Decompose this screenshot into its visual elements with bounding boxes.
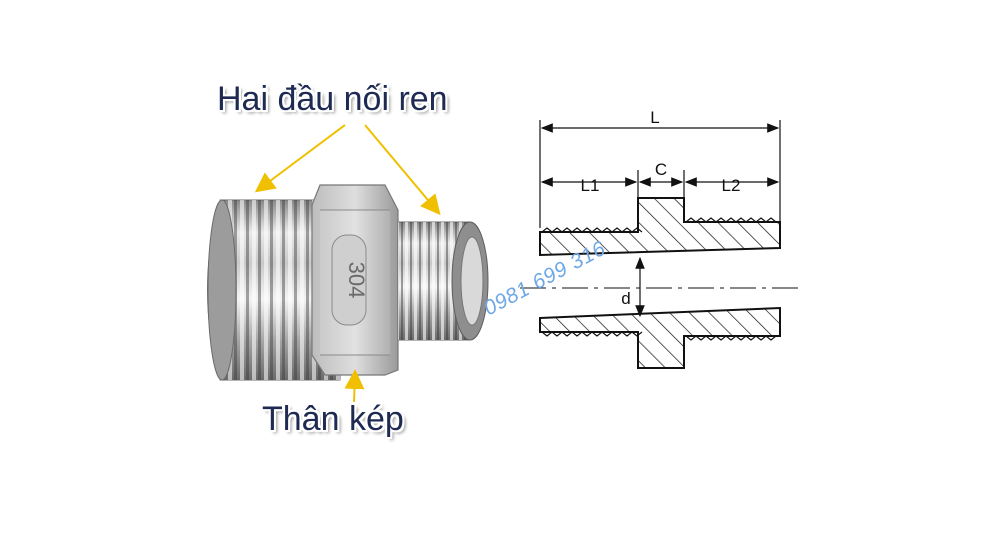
callout-arrows — [254, 124, 441, 403]
label-threaded-ends: Hai đầu nối ren — [217, 80, 448, 118]
dim-label-c: C — [655, 160, 667, 179]
arrow-to-hex-body — [344, 369, 365, 403]
dim-label-l1: L1 — [581, 176, 600, 195]
label-body: Thân kép — [262, 400, 404, 438]
upper-wall-section — [539, 197, 781, 257]
dim-label-l: L — [650, 108, 659, 127]
small-threaded-end — [397, 221, 489, 341]
part-marking-text: 304 — [344, 262, 369, 299]
hex-body: 304 — [311, 184, 399, 376]
arrow-to-large-thread — [254, 124, 346, 193]
pipe-nipple-illustration: 304 — [207, 184, 489, 381]
arrow-to-small-thread — [364, 124, 441, 216]
dim-label-l2: L2 — [722, 176, 741, 195]
dim-label-d: d — [621, 289, 630, 308]
technical-drawing — [520, 120, 800, 369]
